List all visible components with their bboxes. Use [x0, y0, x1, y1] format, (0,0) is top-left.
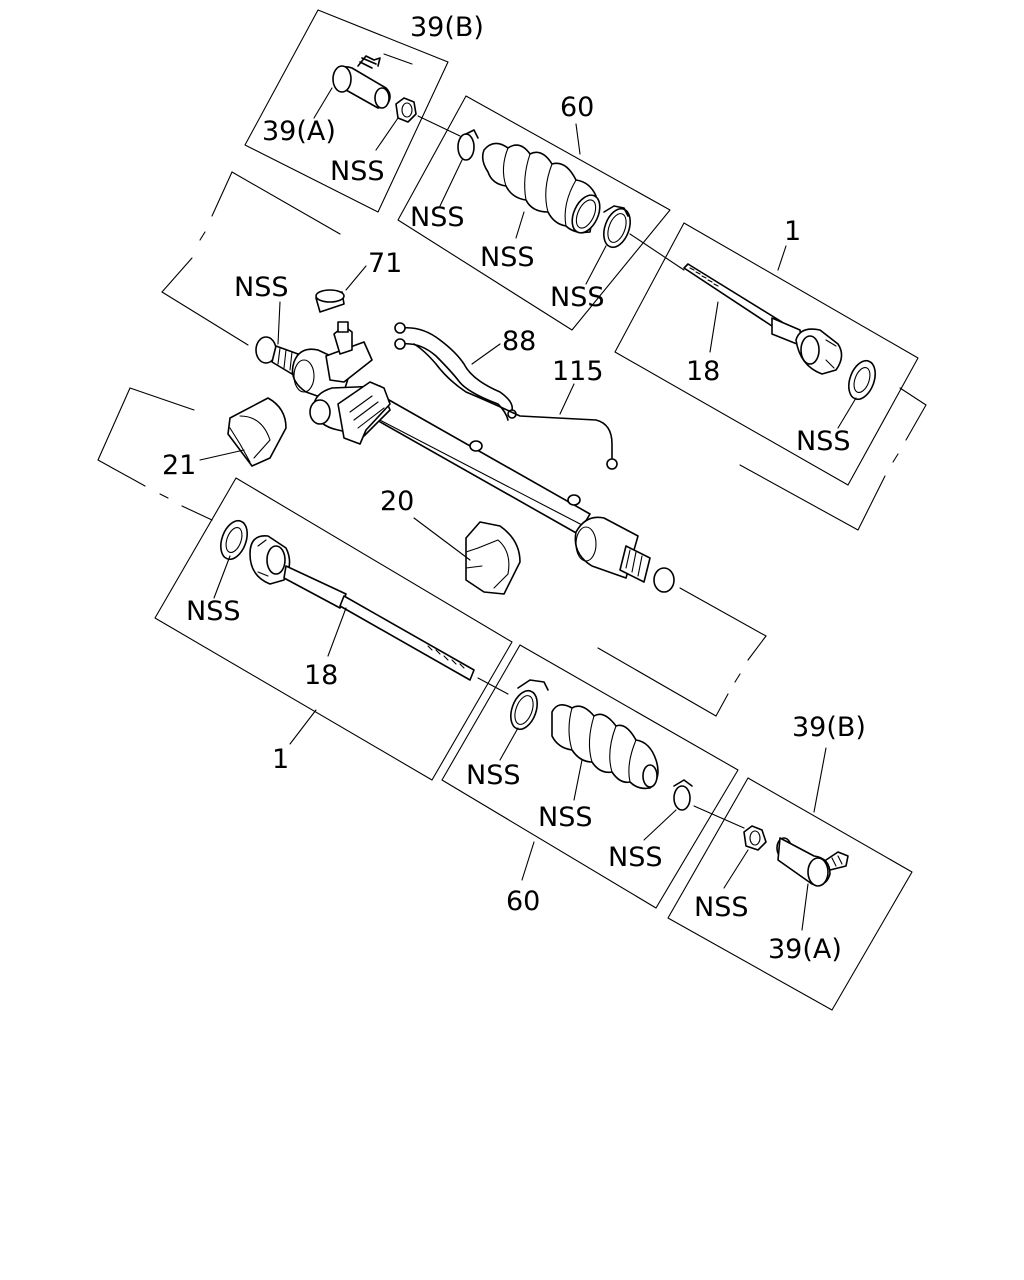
leader-18-top: [710, 302, 718, 352]
mount-bushing-20: [466, 522, 520, 594]
leader-39b-top: [384, 54, 412, 64]
leader-nut-to-clip: [418, 116, 460, 136]
label-nss-main: NSS: [234, 272, 288, 303]
boot-bellows-top: [483, 143, 606, 237]
main-rack-assembly: [200, 266, 674, 594]
label-nss-nut-top: NSS: [330, 156, 384, 187]
leader-nss-main: [278, 302, 280, 344]
leader-nss-boot-top: [516, 212, 524, 238]
label-60-bottom: 60: [506, 886, 540, 917]
label-39b-bottom: 39(B): [792, 712, 866, 743]
leader-60-bottom: [522, 842, 534, 880]
leader-20: [414, 518, 470, 560]
leader-18-bottom: [328, 608, 346, 656]
label-18-top: 18: [686, 356, 720, 387]
label-18-bottom: 18: [304, 660, 338, 691]
leader-88: [472, 344, 500, 364]
top-tie-rod-group: [684, 246, 880, 428]
mount-bushing-21: [228, 398, 286, 466]
label-39a-bottom: 39(A): [768, 934, 842, 965]
leader-60-top: [576, 124, 580, 154]
nut-bottom: [744, 826, 766, 850]
right-ball-joint: [620, 546, 674, 592]
label-nss-band-bottom: NSS: [466, 760, 520, 791]
label-60-top: 60: [560, 92, 594, 123]
tie-rod-bottom: [250, 536, 474, 680]
leader-clip-to-nut: [694, 806, 744, 828]
boot-band-bottom: [506, 680, 548, 733]
leader-nss-nut-bottom: [724, 850, 748, 888]
label-71: 71: [368, 248, 402, 279]
label-39b-top: 39(B): [410, 12, 484, 43]
boot-bellows-bottom: [552, 705, 658, 789]
leader-nss-band-top: [586, 246, 606, 284]
callout-labels: 39(B) 39(A) NSS 60 NSS NSS NSS 1 18 NSS …: [162, 12, 866, 965]
boot-clip-top: [458, 130, 478, 160]
label-nss-washer-top: NSS: [796, 426, 850, 457]
group-frames: [98, 10, 926, 1010]
boot-clip-bottom: [674, 780, 692, 810]
top-tie-rod-end-group: [314, 54, 460, 150]
pipe-115: [414, 344, 617, 469]
bottom-tie-rod-end-group: [724, 748, 848, 930]
washer-bottom: [216, 517, 252, 563]
frame-bottom-boot-kit: [442, 645, 738, 908]
leader-21: [200, 450, 244, 460]
left-ball-joint: [256, 337, 298, 374]
pinion-shaft: [334, 322, 352, 354]
leader-115: [560, 384, 574, 414]
leader-nss-washer-bottom: [214, 556, 230, 598]
frame-left-mount: [98, 388, 212, 520]
label-20: 20: [380, 486, 414, 517]
tie-rod-top: [684, 264, 842, 374]
top-boot-kit-group: [440, 124, 684, 284]
washer-top: [844, 357, 880, 403]
leader-1-bottom: [290, 710, 316, 744]
label-88: 88: [502, 326, 536, 357]
label-1-top: 1: [784, 216, 801, 247]
frame-bottom-tie-rod-end: [668, 778, 912, 1010]
leader-39a-bottom: [802, 884, 808, 930]
valve-body: [326, 342, 372, 382]
cap-71: [316, 290, 344, 312]
leader-nss-band-bottom: [500, 728, 518, 760]
leader-nss-clip-top: [440, 160, 462, 206]
label-nss-clip-top: NSS: [410, 202, 464, 233]
frame-top-tie-rod-end: [245, 10, 448, 212]
label-nss-boot-bottom: NSS: [538, 802, 592, 833]
leader-nss-clip-bottom: [644, 810, 676, 840]
frame-top-tie-rod: [615, 223, 918, 485]
label-nss-washer-bottom: NSS: [186, 596, 240, 627]
leader-1-top: [778, 246, 786, 270]
nut-top: [396, 98, 416, 122]
leader-rod-to-band: [478, 678, 508, 694]
label-nss-boot-top: NSS: [480, 242, 534, 273]
leader-71: [346, 266, 366, 290]
label-1-bottom: 1: [272, 744, 289, 775]
label-115: 115: [552, 356, 604, 387]
leader-nss-nut-top: [376, 118, 398, 150]
tie-rod-end-top: [333, 56, 390, 108]
leader-nss-boot-bottom: [574, 760, 582, 800]
leader-nss-washer-top: [838, 398, 856, 428]
frame-bottom-tie-rod: [155, 478, 512, 780]
leader-39b-bottom: [814, 748, 826, 812]
label-21: 21: [162, 450, 196, 481]
frame-top-boot-kit: [398, 96, 670, 330]
label-nss-clip-bottom: NSS: [608, 842, 662, 873]
bottom-boot-kit-group: [500, 680, 744, 880]
label-nss-nut-bottom: NSS: [694, 892, 748, 923]
frame-main-assembly: [162, 172, 766, 716]
bottom-tie-rod-group: [214, 517, 508, 744]
leader-39a-top: [314, 88, 332, 118]
label-nss-band-top: NSS: [550, 282, 604, 313]
leader-band-to-rod: [630, 234, 684, 270]
label-39a-top: 39(A): [262, 116, 336, 147]
boot-band-top: [599, 205, 635, 251]
tie-rod-end-bottom: [777, 838, 848, 886]
frame-right-mount: [740, 388, 926, 530]
